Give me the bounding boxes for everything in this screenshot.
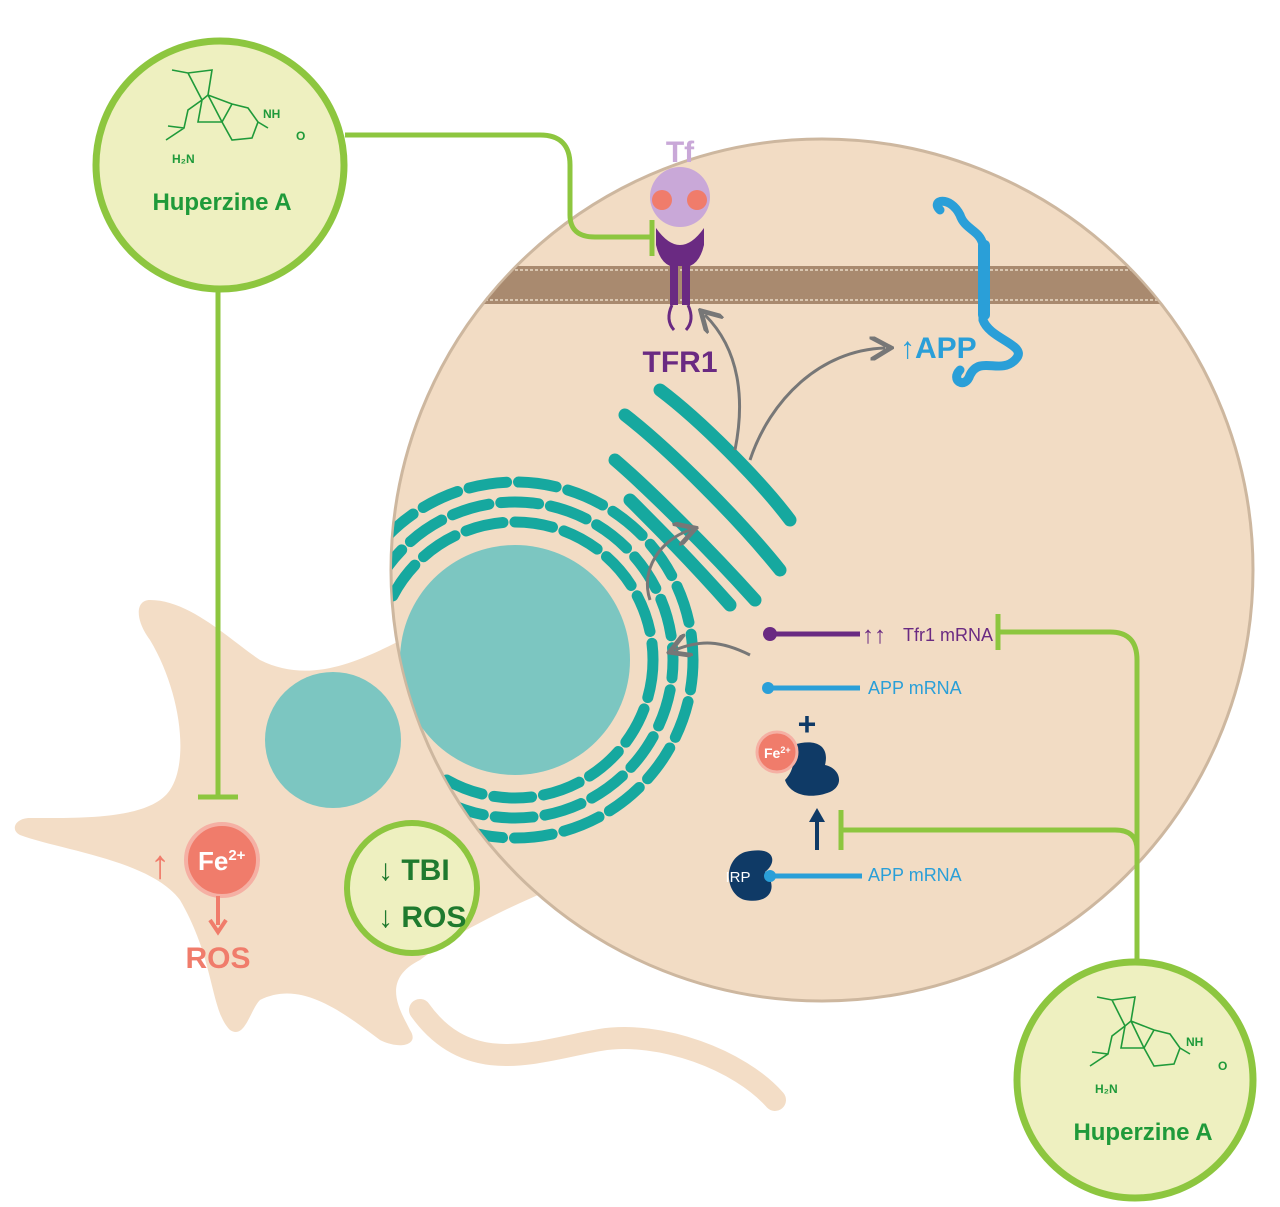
inhibition-lines xyxy=(198,132,1140,960)
neuron-nucleus xyxy=(265,672,401,808)
huperzine-a-label: Huperzine A xyxy=(1073,1119,1212,1146)
huperzine-a-bottom: NH O H₂N Huperzine A xyxy=(1013,958,1257,1202)
app-mrna-label-bottom: APP mRNA xyxy=(868,865,962,885)
tf-label: Tf xyxy=(666,136,695,169)
ros-decrease-label: ↓ ROS xyxy=(378,901,466,934)
nh-label: NH xyxy=(263,107,280,121)
app-protein-icon xyxy=(933,196,1023,388)
h2n-label: H₂N xyxy=(172,152,195,166)
cell-nucleus xyxy=(400,545,630,775)
trafficking-arrows xyxy=(645,315,885,655)
iron-increase-arrow: ↑ xyxy=(150,843,170,887)
transferrin xyxy=(650,167,710,227)
tfr1-label: TFR1 xyxy=(643,346,718,379)
fe-neuron-circle xyxy=(184,822,260,898)
huperzine-a-top: NH O H₂N Huperzine A xyxy=(92,37,348,293)
irp-iron-bound xyxy=(785,742,840,796)
app-mrna-label: APP mRNA xyxy=(868,678,962,698)
irp-protein xyxy=(728,850,773,901)
huperzine-structure-icon xyxy=(1089,996,1191,1067)
effects-circle xyxy=(344,820,480,956)
fe-bound-label: Fe2+ xyxy=(764,745,791,761)
plus-sign: + xyxy=(798,706,817,742)
irp-label: IRP xyxy=(725,869,750,886)
ros-label: ROS xyxy=(185,942,250,975)
huperzine-a-label: Huperzine A xyxy=(152,189,291,216)
tbi-decrease-label: ↓ TBI xyxy=(378,854,450,887)
iron-bound xyxy=(687,190,707,210)
cell-membrane xyxy=(392,266,1252,304)
fe-bound-circle xyxy=(755,730,799,774)
tfr1-mrna-label: Tfr1 mRNA xyxy=(903,625,993,645)
h2n-label: H₂N xyxy=(1095,1082,1118,1096)
endoplasmic-reticulum xyxy=(392,476,699,844)
app-increase-label: ↑APP xyxy=(900,332,977,365)
fe-neuron-label: Fe2+ xyxy=(198,846,246,876)
tfr1-receptor xyxy=(656,228,704,305)
axon xyxy=(409,999,786,1111)
huperzine-structure-icon xyxy=(165,69,269,141)
nh-label: NH xyxy=(1186,1035,1203,1049)
o-label: O xyxy=(296,129,305,143)
tfr1-mrna-arrows: ↑↑ xyxy=(862,622,886,649)
iron-bound xyxy=(652,190,672,210)
o-label: O xyxy=(1218,1059,1227,1073)
